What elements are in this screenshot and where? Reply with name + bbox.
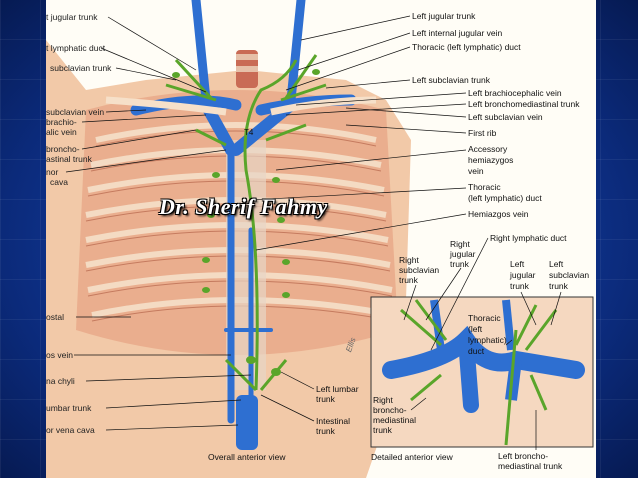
label-right-lymphatic-duct-detail: Right lymphatic duct <box>490 233 567 243</box>
label-intercostal: ostal <box>46 312 64 322</box>
label-thoracic-duct-mid-2: (left lymphatic) duct <box>468 193 542 203</box>
label-superior-vena-cava-1: nor <box>46 167 59 177</box>
label-thoracic-detail-2: (left <box>468 324 483 334</box>
label-right-subclavian-trunk: subclavian trunk <box>50 63 112 73</box>
label-thoracic-duct-top: Thoracic (left lymphatic) duct <box>412 42 521 52</box>
label-right-jugular-trunk: t jugular trunk <box>46 12 98 22</box>
right-clavicle <box>105 96 227 116</box>
label-first-rib: First rib <box>468 128 497 138</box>
label-left-jugular-trunk: Left jugular trunk <box>412 11 476 21</box>
label-thoracic-duct-mid-1: Thoracic <box>468 182 501 192</box>
label-accessory-hemiazygos-1: Accessory <box>468 144 508 154</box>
caption-overall-view: Overall anterior view <box>208 452 286 462</box>
anatomy-figure: t jugular trunk t lymphatic duct subclav… <box>46 0 596 478</box>
label-left-lumbar-2: trunk <box>316 394 335 404</box>
label-right-brachiocephalic-1: brachio- <box>46 117 77 127</box>
label-left-subclavian-1: Left <box>549 259 564 269</box>
label-right-bronchomed-detail-2: broncho- <box>373 405 407 415</box>
label-thoracic-detail-3: lymphatic) <box>468 335 507 345</box>
label-right-jugular-2: jugular <box>450 249 476 259</box>
label-intestinal-2: trunk <box>316 426 335 436</box>
label-left-jugular-2: jugular <box>510 270 536 280</box>
label-superior-vena-cava-2: cava <box>50 177 68 187</box>
label-right-subclavian-2: subclavian <box>399 265 440 275</box>
label-right-subclavian-1: Right <box>399 255 419 265</box>
label-right-subclavian-vein: subclavian vein <box>46 107 105 117</box>
label-right-jugular-1: Right <box>450 239 470 249</box>
label-right-brachiocephalic-2: alic vein <box>46 127 77 137</box>
watermark-author: Dr. Sherif Fahmy <box>159 194 328 219</box>
label-left-brachiocephalic-vein: Left brachiocephalic vein <box>468 88 562 98</box>
label-left-subclavian-trunk: Left subclavian trunk <box>412 75 490 85</box>
label-left-subclavian-2: subclavian <box>549 270 590 280</box>
label-accessory-hemiazygos-3: vein <box>468 166 484 176</box>
caption-detailed-view: Detailed anterior view <box>371 452 453 462</box>
label-hemiazygos-vein: Hemiazgos vein <box>468 209 529 219</box>
label-right-bronchomed-detail-1: Right <box>373 395 393 405</box>
label-accessory-hemiazygos-2: hemiazygos <box>468 155 514 165</box>
label-left-jugular-3: trunk <box>510 281 529 291</box>
label-left-lumbar-1: Left lumbar <box>316 384 359 394</box>
label-right-bronchomediastinal-1: broncho- <box>46 144 80 154</box>
label-cisterna-chyli: na chyli <box>46 376 75 386</box>
inferior-vena-cava <box>236 395 258 450</box>
label-left-bronchomed-detail-2: mediastinal trunk <box>498 461 563 471</box>
label-intestinal-1: Intestinal <box>316 416 351 426</box>
label-left-internal-jugular-vein: Left internal jugular vein <box>412 28 503 38</box>
label-right-subclavian-3: trunk <box>399 275 418 285</box>
label-left-jugular-1: Left <box>510 259 525 269</box>
label-left-subclavian-vein: Left subclavian vein <box>468 112 543 122</box>
label-right-bronchomed-detail-3: mediastinal <box>373 415 416 425</box>
label-right-lymphatic-duct: t lymphatic duct <box>46 43 106 53</box>
label-t4: T4 <box>244 128 254 137</box>
label-left-bronchomediastinal-trunk: Left bronchomediastinal trunk <box>468 99 580 109</box>
label-right-bronchomed-detail-4: trunk <box>373 425 392 435</box>
label-azygos-vein: os vein <box>46 350 73 360</box>
label-right-lumbar-trunk: umbar trunk <box>46 403 92 413</box>
label-right-jugular-3: trunk <box>450 259 469 269</box>
label-thoracic-detail-4: duct <box>468 346 485 356</box>
label-thoracic-detail-1: Thoracic <box>468 313 501 323</box>
label-left-bronchomed-detail-1: Left broncho- <box>498 451 549 461</box>
label-inferior-vena-cava: or vena cava <box>46 425 95 435</box>
label-left-subclavian-3: trunk <box>549 281 568 291</box>
label-right-bronchomediastinal-2: astinal trunk <box>46 154 92 164</box>
